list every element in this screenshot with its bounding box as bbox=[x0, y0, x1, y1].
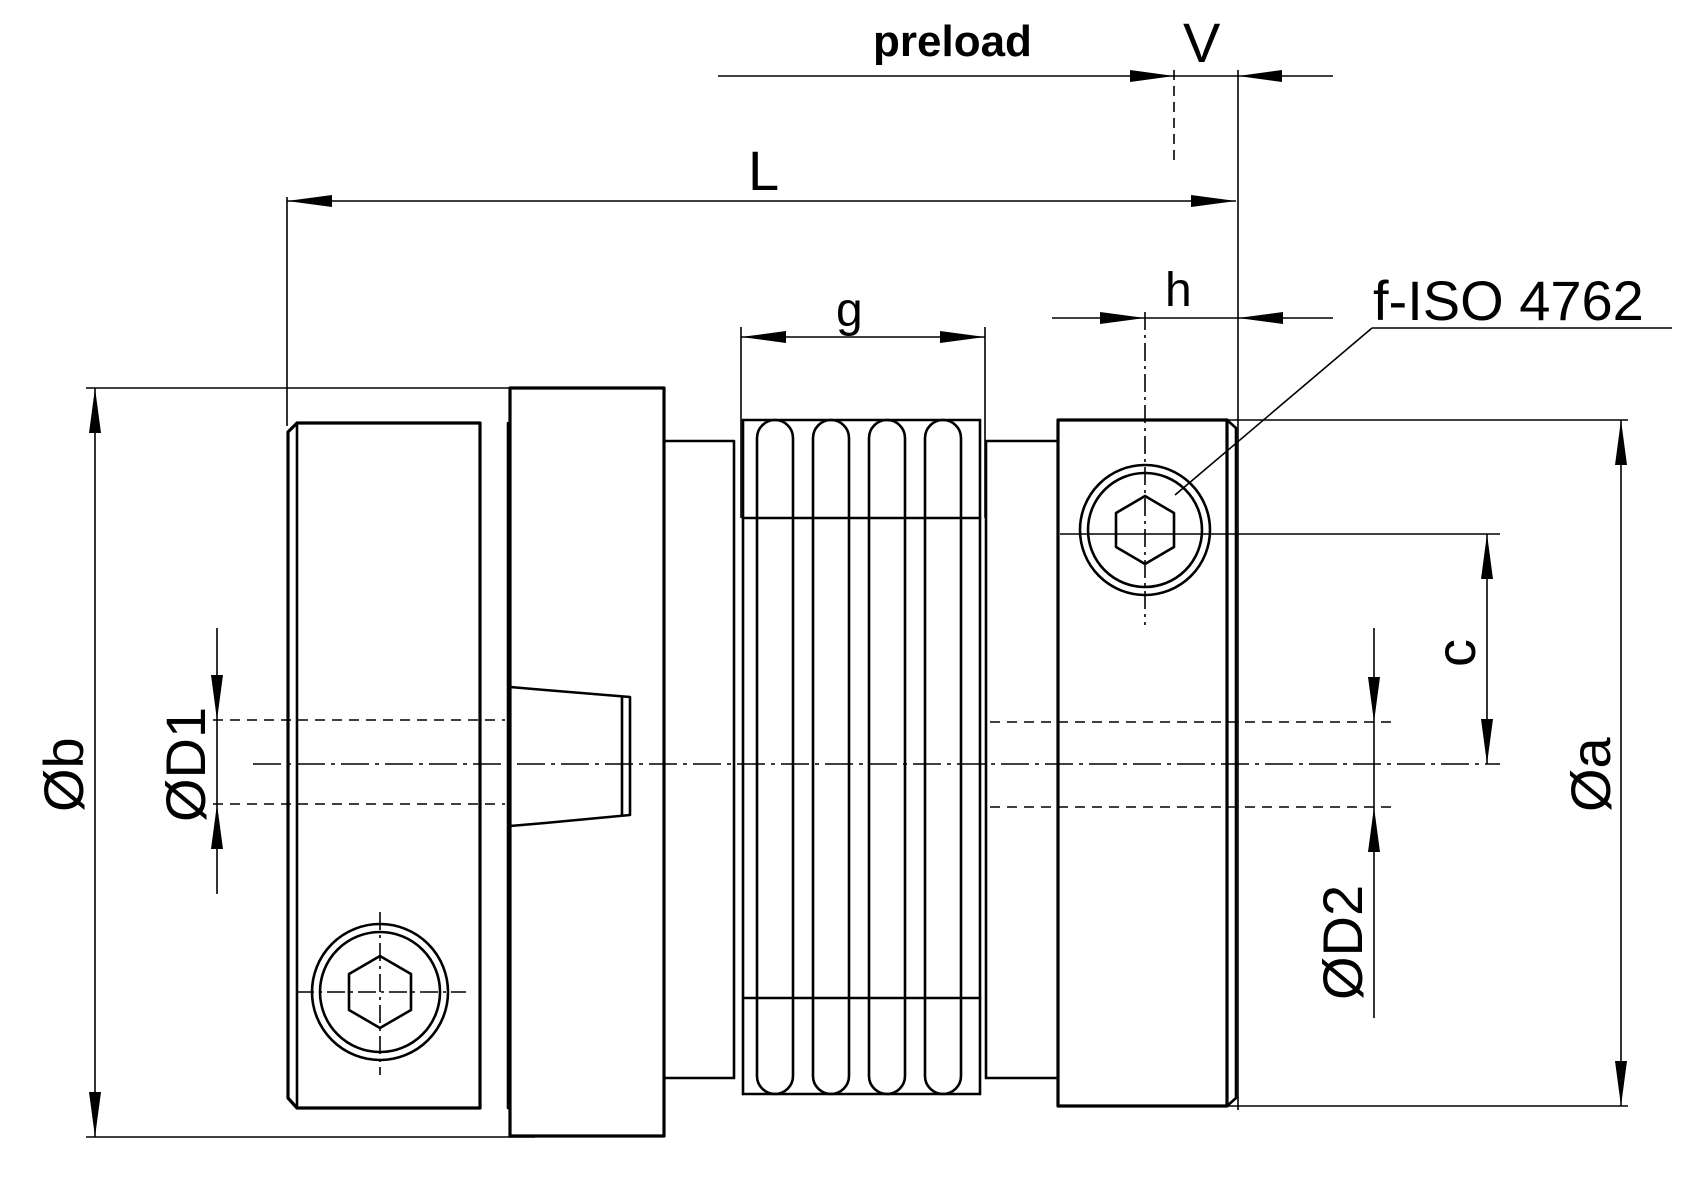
bore-hidden-lines bbox=[213, 719, 1393, 808]
label-V: V bbox=[1183, 11, 1221, 74]
left-clamp-hub bbox=[286, 421, 510, 1110]
label-preload: preload bbox=[873, 17, 1032, 66]
right-clamp-screw bbox=[1078, 312, 1212, 625]
right-neck bbox=[984, 439, 1060, 1080]
label-dia-b: Øb bbox=[32, 737, 95, 812]
label-h: h bbox=[1165, 264, 1192, 317]
label-c: c bbox=[1424, 639, 1487, 667]
dimension-g: g bbox=[740, 284, 986, 518]
label-dia-a: Øa bbox=[1559, 736, 1622, 812]
tapered-flange bbox=[508, 386, 666, 1138]
metal-bellows bbox=[741, 418, 982, 1096]
label-screw-spec: f-ISO 4762 bbox=[1373, 269, 1644, 332]
dimension-dia-a: Øa bbox=[1228, 419, 1628, 1107]
dimension-dia-b: Øb bbox=[32, 387, 535, 1138]
left-clamp-screw bbox=[296, 912, 466, 1075]
right-clamp-hub bbox=[1056, 418, 1238, 1108]
label-L: L bbox=[748, 139, 779, 202]
dimension-dia-D2: ØD2 bbox=[1311, 628, 1380, 1018]
dimension-c: c bbox=[1424, 534, 1493, 764]
label-dia-D2: ØD2 bbox=[1311, 885, 1374, 1000]
dimension-dia-D1: ØD1 bbox=[154, 628, 223, 894]
dimension-L: L bbox=[286, 139, 1236, 426]
label-g: g bbox=[836, 284, 863, 337]
label-dia-D1: ØD1 bbox=[154, 707, 217, 822]
left-neck bbox=[662, 439, 736, 1080]
dimension-preload: preload V bbox=[718, 11, 1333, 1110]
dimension-h: h bbox=[1052, 264, 1333, 324]
screw-callout: f-ISO 4762 bbox=[1174, 269, 1672, 496]
